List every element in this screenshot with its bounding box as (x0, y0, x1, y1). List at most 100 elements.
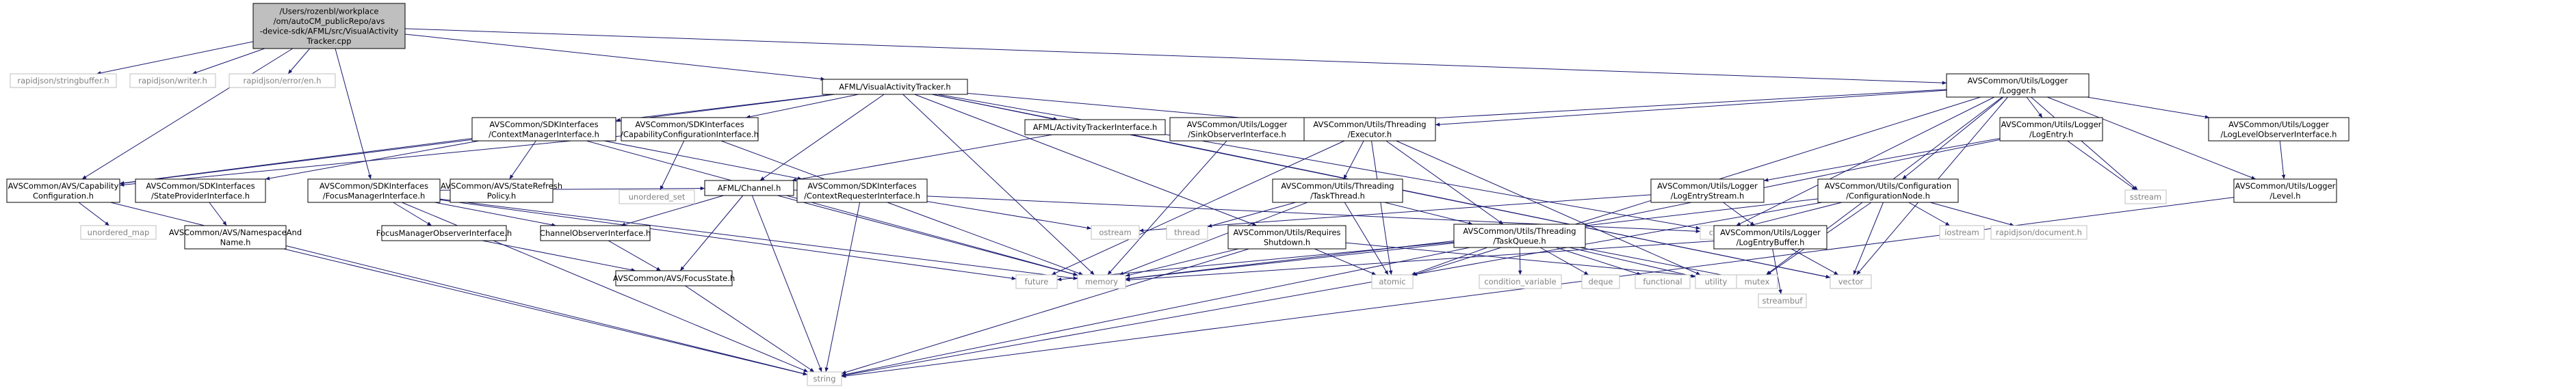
edge-cri-to-ostream (926, 201, 1092, 230)
node-box-rj_doc (1990, 225, 2087, 240)
node-label-thread: thread (1174, 228, 1200, 237)
edge-vat-to-channel (759, 94, 885, 181)
node-coi[interactable]: ChannelObserverInterface.h (540, 225, 651, 241)
node-fmi[interactable]: AVSCommon/SDKInterfaces/FocusManagerInte… (307, 178, 441, 203)
edge-vat-to-rs (914, 94, 1257, 226)
node-label-cfgnode: AVSCommon/Utils/Configuration (1825, 181, 1951, 191)
node-root[interactable]: /Users/rozenbl/workplace/om/autoCM_publi… (252, 3, 406, 49)
node-box-sstream (2124, 189, 2167, 204)
edge-logger-to-exec (1435, 90, 1947, 126)
node-fmoi[interactable]: FocusManagerObserverInterface.h (376, 225, 512, 241)
node-capcfg[interactable]: AVSCommon/AVS/CapabilityConfiguration.h (6, 178, 120, 203)
node-label-umap: unordered_map (88, 228, 150, 237)
node-label-nan: AVSCommon/AVS/NamespaceAnd (169, 228, 302, 237)
node-ostream: ostream (1091, 225, 1140, 240)
node-label-lloi: /LogLevelObserverInterface.h (2221, 129, 2337, 139)
node-box-deque (1581, 274, 1620, 289)
node-cmi[interactable]: AVSCommon/SDKInterfaces/ContextManagerIn… (471, 117, 616, 142)
node-box-ati (1024, 119, 1166, 135)
node-label-lloi: AVSCommon/Utils/Logger (2228, 120, 2329, 129)
edge-cfgnode-to-vector (1853, 202, 1884, 276)
node-box-functional (1635, 274, 1691, 289)
node-label-rs: Shutdown.h (1264, 237, 1310, 247)
node-functional: functional (1635, 274, 1691, 289)
node-label-cci: /CapabilityConfigurationInterface.h (621, 129, 759, 139)
node-label-fmi: AVSCommon/SDKInterfaces (320, 181, 428, 191)
edge-tthread-to-memory (1119, 202, 1308, 276)
node-atomic: atomic (1371, 274, 1414, 289)
node-deque: deque (1581, 274, 1620, 289)
edge-tqueue-to-mutex (1579, 247, 1737, 279)
edge-root-to-rj_err (287, 48, 311, 75)
node-box-fmi (307, 178, 441, 203)
node-les[interactable]: AVSCommon/Utils/Logger/LogEntryStream.h (1650, 178, 1765, 203)
node-tthread[interactable]: AVSCommon/Utils/Threading/TaskThread.h (1272, 178, 1403, 203)
node-soi[interactable]: AVSCommon/Utils/Logger/SinkObserverInter… (1169, 117, 1305, 142)
edge-tqueue-to-functional (1555, 247, 1641, 276)
node-label-root: /Users/rozenbl/workplace (279, 6, 378, 16)
node-label-logger: AVSCommon/Utils/Logger (1968, 76, 2068, 85)
node-label-srp: AVSCommon/AVS/StateRefresh (441, 181, 562, 191)
node-channel[interactable]: AFML/Channel.h (704, 180, 794, 196)
node-box-exec (1303, 117, 1436, 142)
node-streambuf: streambuf (1758, 293, 1807, 308)
edge-soi-to-memory (1107, 140, 1227, 276)
edge-capcfg-to-umap (78, 202, 110, 226)
node-focusstate[interactable]: AVSCommon/AVS/FocusState.h (613, 270, 735, 286)
edge-fmi-to-coi (434, 202, 556, 227)
node-umap: unordered_map (80, 225, 157, 240)
edge-cci-to-uset (660, 140, 685, 191)
node-exec[interactable]: AVSCommon/Utils/Threading/Executor.h (1303, 117, 1436, 142)
node-box-cri (796, 178, 928, 203)
node-label-fmoi: FocusManagerObserverInterface.h (376, 228, 512, 238)
edge-logentry-to-sstream (2067, 140, 2137, 191)
node-label-rj_err: rapidjson/error/en.h (244, 76, 322, 85)
node-label-memory: memory (1085, 277, 1118, 286)
node-box-coi (540, 225, 651, 241)
node-logentry[interactable]: AVSCommon/Utils/Logger/LogEntry.h (1999, 117, 2103, 142)
edge-root-to-rj_sb (96, 41, 254, 75)
edge-focusstate-to-string (685, 285, 815, 373)
node-logger[interactable]: AVSCommon/Utils/Logger/Logger.h (1946, 73, 2090, 98)
node-rj_doc: rapidjson/document.h (1990, 225, 2087, 240)
edge-vat-to-chrono (937, 94, 1701, 230)
node-box-future (1015, 274, 1058, 289)
edge-nan-to-string (283, 248, 808, 376)
edge-logentry-to-les (1763, 137, 2001, 182)
node-label-rs: AVSCommon/Utils/Requires (1233, 228, 1340, 237)
node-cci[interactable]: AVSCommon/SDKInterfaces/CapabilityConfig… (621, 117, 759, 142)
edge-rs-to-string (841, 248, 1249, 375)
edge-logger-to-sstream (2031, 96, 2138, 191)
node-rj_sb: rapidjson/stringbuffer.h (10, 73, 117, 88)
edge-channel-to-string (751, 195, 822, 373)
node-level[interactable]: AVSCommon/Utils/Logger/Level.h (2233, 178, 2337, 203)
node-cfgnode[interactable]: AVSCommon/Utils/Configuration/Configurat… (1817, 178, 1959, 203)
node-label-tthread: AVSCommon/Utils/Threading (1281, 181, 1394, 191)
node-label-focusstate: AVSCommon/AVS/FocusState.h (613, 273, 735, 283)
node-vat[interactable]: AFML/VisualActivityTracker.h (822, 79, 968, 95)
node-box-fmoi (381, 225, 507, 241)
edge-cfgnode-to-chrono (1744, 202, 1843, 228)
node-box-streambuf (1758, 293, 1807, 308)
edge-cfgnode-to-string (841, 202, 1823, 377)
node-ati[interactable]: AFML/ActivityTrackerInterface.h (1024, 119, 1166, 135)
node-box-logentry (1999, 117, 2103, 142)
node-lloi[interactable]: AVSCommon/Utils/Logger/LogLevelObserverI… (2208, 117, 2350, 142)
node-tqueue[interactable]: AVSCommon/Utils/Threading/TaskQueue.h (1453, 224, 1586, 248)
edge-les-to-leb (1723, 202, 1755, 226)
edge-vat-to-cci (746, 94, 859, 119)
node-label-cmi: /ContextManagerInterface.h (489, 129, 599, 139)
node-label-channel: AFML/Channel.h (718, 183, 781, 193)
edge-tqueue-to-future (1056, 241, 1455, 282)
node-label-rj_sb: rapidjson/stringbuffer.h (17, 76, 109, 85)
node-cri[interactable]: AVSCommon/SDKInterfaces/ContextRequester… (796, 178, 928, 203)
node-leb[interactable]: AVSCommon/Utils/Logger/LogEntryBuffer.h (1713, 225, 1827, 250)
node-spi[interactable]: AVSCommon/SDKInterfaces/StateProviderInt… (135, 178, 266, 203)
node-box-logger (1946, 73, 2090, 98)
edge-exec-to-utility (1396, 140, 1701, 276)
node-label-ati: AFML/ActivityTrackerInterface.h (1033, 122, 1158, 132)
node-mutex: mutex (1736, 274, 1778, 289)
